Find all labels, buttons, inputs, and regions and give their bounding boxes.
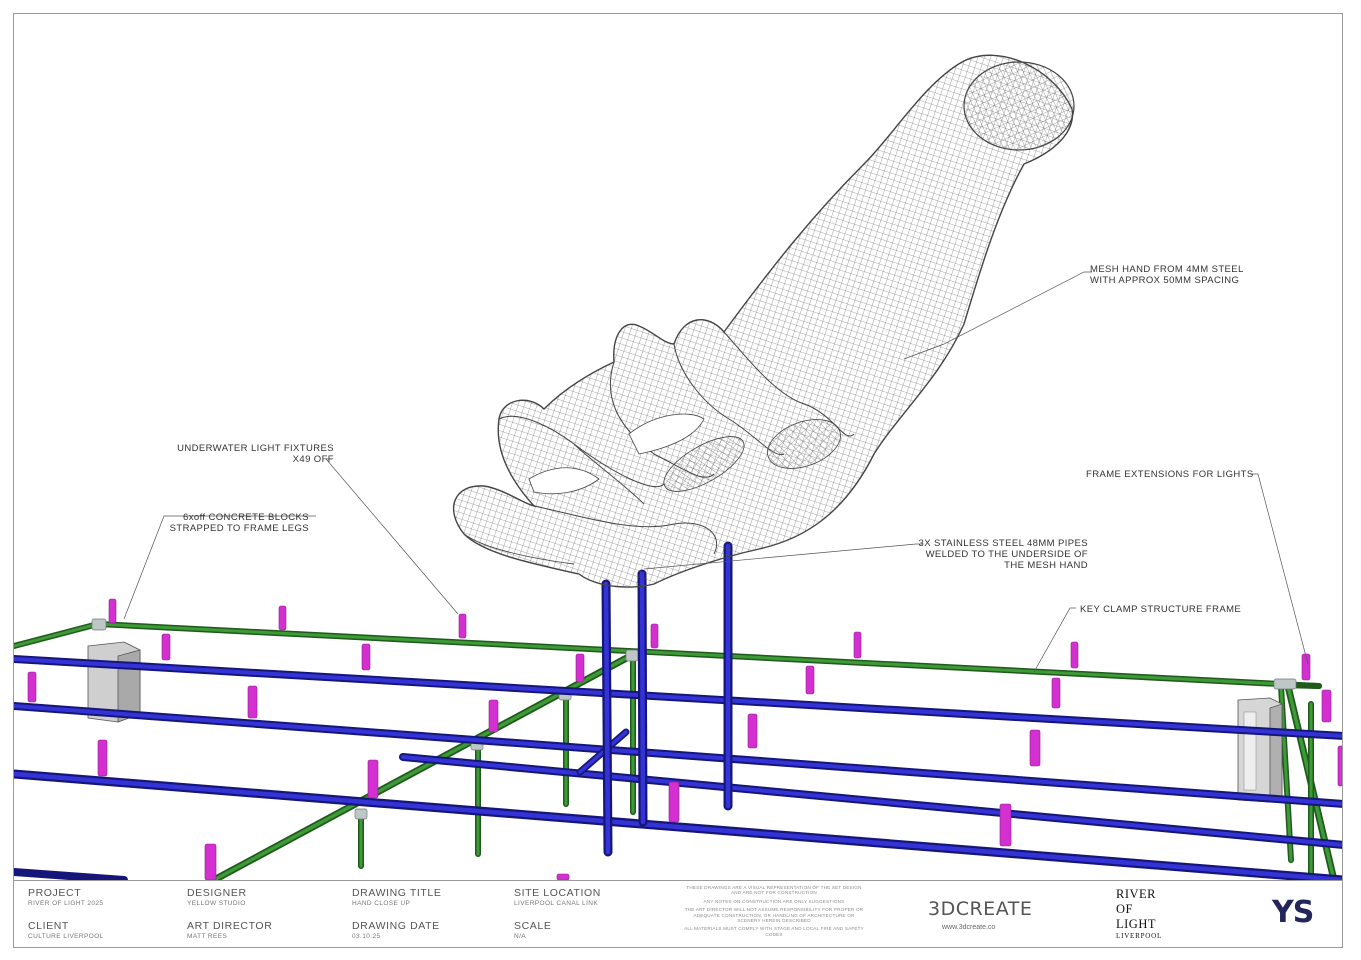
3dcreate-url: www.3dcreate.co <box>942 924 996 931</box>
river-of-light-logo: RIVER OF LIGHT LIVERPOOL <box>1116 887 1162 941</box>
callout-pipes: 3X STAINLESS STEEL 48MM PIPES WELDED TO … <box>918 538 1088 571</box>
callout-mesh-hand: MESH HAND FROM 4MM STEEL WITH APPROX 50M… <box>1090 264 1244 286</box>
client-field: CLIENT CULTURE LIVERPOOL <box>28 920 104 942</box>
ys-logo: YS <box>1272 895 1314 930</box>
designer-label: DESIGNER <box>187 887 247 899</box>
project-value: RIVER OF LIGHT 2025 <box>28 900 104 907</box>
underwater-light-fixtures <box>27 598 1342 787</box>
leader-lines <box>123 271 1309 673</box>
blue-rail-5 <box>14 868 128 880</box>
disclaimer-line: THESE DRAWINGS ARE A VISUAL REPRESENTATI… <box>686 885 862 896</box>
blue-frame <box>14 655 1342 880</box>
3dcreate-logo: 3DCREATE <box>928 898 1033 920</box>
site-location-field: SITE LOCATION LIVERPOOL CANAL LINK <box>514 887 601 909</box>
stainless-steel-pipes <box>601 541 733 857</box>
callout-frame-extensions: FRAME EXTENSIONS FOR LIGHTS <box>1086 469 1254 480</box>
technical-drawing <box>14 54 1342 880</box>
client-label: CLIENT <box>28 920 69 932</box>
client-value: CULTURE LIVERPOOL <box>28 933 104 940</box>
rol-line-2: OF <box>1116 902 1133 916</box>
scale-field: SCALE N/A <box>514 920 551 942</box>
rol-line-1: RIVER <box>1116 887 1156 901</box>
project-field: PROJECT RIVER OF LIGHT 2025 <box>28 887 103 909</box>
mesh-hand <box>453 54 1075 588</box>
drawing-title-field: DRAWING TITLE HAND CLOSE UP <box>352 887 441 909</box>
drawing-title-value: HAND CLOSE UP <box>352 900 411 907</box>
key-clamp-frame <box>14 618 1338 880</box>
callout-key-clamp: KEY CLAMP STRUCTURE FRAME <box>1080 604 1242 615</box>
disclaimer-line: ANY NOTES ON CONSTRUCTION ARE ONLY SUGGE… <box>703 898 845 904</box>
site-location-label: SITE LOCATION <box>514 887 601 899</box>
disclaimer: THESE DRAWINGS ARE A VISUAL REPRESENTATI… <box>681 885 867 940</box>
disclaimer-line: ALL MATERIALS MUST COMPLY WITH STAGE AND… <box>684 926 864 937</box>
drawing-date-label: DRAWING DATE <box>352 920 440 932</box>
art-director-value: MATT REES <box>187 933 228 940</box>
light-fixtures-front <box>97 739 1012 880</box>
drawing-date-value: 03.10.25 <box>352 933 381 940</box>
title-block: PROJECT RIVER OF LIGHT 2025 CLIENT CULTU… <box>14 880 1342 947</box>
site-location-value: LIVERPOOL CANAL LINK <box>514 900 599 907</box>
designer-field: DESIGNER YELLOW STUDIO <box>187 887 247 909</box>
art-director-field: ART DIRECTOR MATT REES <box>187 920 272 942</box>
project-label: PROJECT <box>28 887 82 899</box>
scale-value: N/A <box>514 933 527 940</box>
disclaimer-line: THE ART DIRECTOR WILL NOT ASSUME RESPONS… <box>684 907 864 924</box>
drawing-title-label: DRAWING TITLE <box>352 887 442 899</box>
drawing-date-field: DRAWING DATE 03.10.25 <box>352 920 440 942</box>
art-director-label: ART DIRECTOR <box>187 920 273 932</box>
callout-concrete-blocks: 6xoff CONCRETE BLOCKS STRAPPED TO FRAME … <box>169 512 309 534</box>
designer-value: YELLOW STUDIO <box>187 900 246 907</box>
scale-label: SCALE <box>514 920 552 932</box>
rol-line-3: LIGHT <box>1116 917 1156 931</box>
callout-light-fixtures: UNDERWATER LIGHT FIXTURES X49 OFF <box>177 443 334 465</box>
drawing-sheet: MESH HAND FROM 4MM STEEL WITH APPROX 50M… <box>13 13 1343 948</box>
rol-line-4: LIVERPOOL <box>1116 932 1163 940</box>
